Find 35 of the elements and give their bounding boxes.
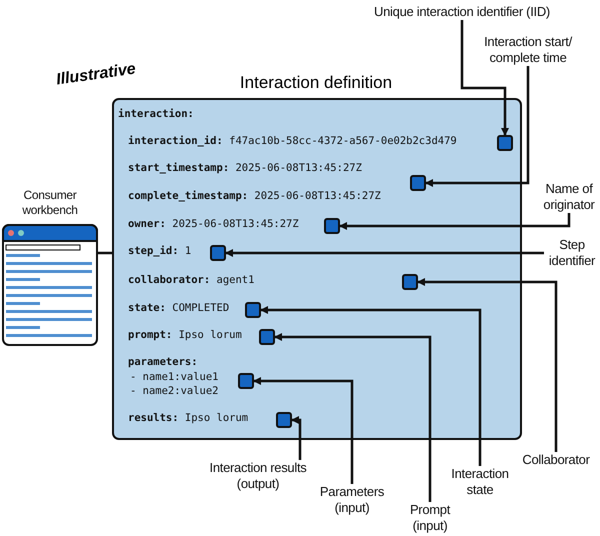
code-line: start_timestamp: 2025-06-08T13:45:27Z (128, 162, 362, 174)
leader-arrow (260, 306, 482, 466)
leader-arrow (225, 249, 544, 257)
code-line: state: COMPLETED (128, 302, 230, 314)
leader-arrow (460, 20, 509, 136)
marker-square (238, 373, 254, 389)
code-line: interaction: (118, 108, 194, 120)
code-line: parameters: (128, 356, 198, 368)
code-line: complete_timestamp: 2025-06-08T13:45:27Z (128, 190, 381, 202)
marker-square (402, 274, 418, 290)
code-line: - name2:value2 (130, 385, 219, 397)
code-line: collaborator: agent1 (128, 274, 254, 286)
code-line: owner: 2025-06-08T13:45:27Z (128, 218, 299, 230)
leader-arrow (291, 416, 302, 460)
marker-square (276, 412, 292, 428)
connector-line (98, 252, 112, 254)
code-panel (112, 98, 522, 440)
marker-square (497, 135, 513, 151)
marker-square (259, 329, 275, 345)
tag-text: Illustrative (55, 60, 137, 90)
panel-title: Interaction definition (238, 73, 394, 93)
leader-arrow (274, 333, 432, 502)
code-line: step_id: 1 (128, 245, 192, 257)
marker-square (210, 245, 226, 261)
marker-square (245, 302, 261, 318)
marker-square (410, 175, 426, 191)
code-line: interaction_id: f47ac10b-58cc-4372-a567-0e02b2c3d479 (128, 135, 457, 147)
marker-square (324, 218, 340, 234)
leader-arrow (417, 278, 558, 452)
code-line: results: Ipso lorum (128, 412, 248, 424)
leader-arrow (339, 213, 570, 230)
leader-arrow (253, 377, 354, 484)
code-line: prompt: Ipso lorum (128, 329, 242, 341)
leader-arrow (425, 66, 530, 187)
code-line: - name1:value1 (130, 371, 219, 383)
